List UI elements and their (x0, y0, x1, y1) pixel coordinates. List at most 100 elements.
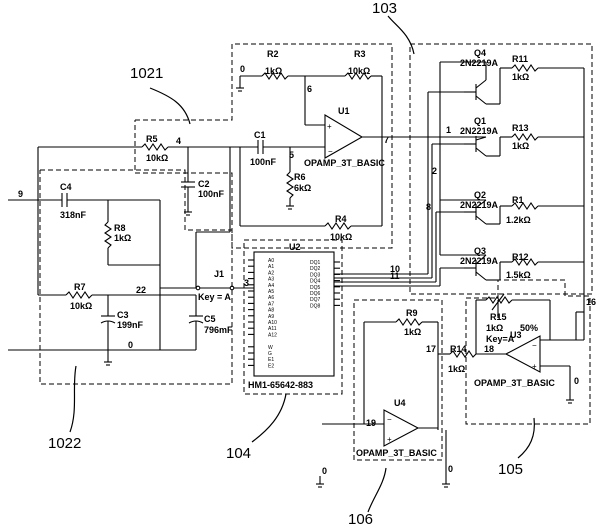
resistor-r11 (511, 64, 539, 72)
u2-pin-label-left: A3 (268, 277, 274, 283)
opamp-u1 (324, 114, 364, 159)
label-q2: Q2 (474, 190, 486, 200)
transistor-q3 (464, 254, 487, 281)
label-u1: U1 (338, 106, 350, 116)
chip-u2 (253, 251, 335, 377)
value-r11: 1kΩ (512, 72, 529, 82)
label-r8: R8 (114, 223, 126, 233)
u2-pin-label-left: G (268, 351, 272, 357)
label-c4: C4 (60, 182, 72, 192)
label-r14: R14 (450, 344, 467, 354)
label-j1: J1 (214, 269, 224, 279)
label-c3: C3 (117, 310, 129, 320)
label-r13: R13 (512, 123, 529, 133)
key-j1: Key = A (198, 292, 231, 302)
resistor-r13 (511, 133, 539, 141)
box-106 (353, 299, 443, 461)
resistor-r9 (395, 318, 423, 326)
label-q3: Q3 (474, 246, 486, 256)
switch-j1-contact-a (195, 285, 201, 291)
node-0-106: 0 (448, 464, 453, 474)
model-u3: OPAMP_3T_BASIC (474, 378, 555, 388)
u2-pin-label-left: A1 (268, 264, 274, 270)
u2-pin-label-right: DQ1 (310, 260, 321, 266)
resistor-r5 (141, 143, 169, 151)
node-18: 18 (484, 344, 494, 354)
ref-103: 103 (372, 0, 397, 17)
value-r6: 6kΩ (294, 183, 311, 193)
leader-105 (517, 417, 535, 459)
label-c2: C2 (198, 179, 210, 189)
node-17: 17 (426, 344, 436, 354)
label-r4: R4 (335, 214, 347, 224)
box-105 (465, 279, 591, 425)
label-r15: R15 (490, 312, 507, 322)
value-c4: 318nF (60, 210, 87, 220)
transistor-q1 (464, 136, 487, 157)
node-19: 19 (366, 418, 376, 428)
node-22: 22 (136, 285, 146, 295)
node-0-105: 0 (574, 376, 579, 386)
label-c1: C1 (254, 130, 266, 140)
leader-103 (387, 15, 415, 55)
label-r1: R1 (512, 195, 524, 205)
u2-pin-label-left: A5 (268, 289, 274, 295)
node-11: 11 (390, 271, 400, 281)
node-0-top: 0 (240, 64, 245, 74)
value-r5: 10kΩ (146, 153, 168, 163)
label-r9: R9 (406, 308, 418, 318)
value-r12: 1.5kΩ (506, 270, 531, 280)
u2-pin-label-right: DQ7 (310, 297, 321, 303)
resistor-r12 (511, 258, 539, 266)
u2-pin-label-left: A0 (268, 258, 274, 264)
label-r12: R12 (512, 252, 529, 262)
svg-text:−: − (387, 415, 392, 424)
node-7: 7 (384, 135, 389, 145)
label-r2: R2 (267, 49, 279, 59)
u2-pin-label-left: W (268, 345, 273, 351)
label-r7: R7 (74, 282, 86, 292)
model-u1: OPAMP_3T_BASIC (304, 158, 385, 168)
resistor-r6 (286, 171, 294, 199)
node-4: 4 (176, 136, 181, 146)
model-q4: 2N2219A (460, 58, 499, 68)
resistor-r4 (324, 222, 352, 230)
node-3: 3 (244, 278, 249, 288)
node-9: 9 (18, 189, 23, 199)
u2-pin-label-right: DQ8 (310, 303, 321, 309)
value-r9: 1kΩ (404, 327, 421, 337)
value-r15: 1kΩ (486, 323, 503, 333)
leader-106 (367, 467, 387, 513)
node-0-1022: 0 (128, 340, 133, 350)
u2-pin-label-right: DQ3 (310, 272, 321, 278)
label-r6: R6 (294, 172, 306, 182)
value-c3: 199nF (117, 320, 144, 330)
u2-pin-label-left: A8 (268, 308, 274, 314)
u2-pin-label-right: DQ5 (310, 285, 321, 291)
svg-text:−: − (532, 341, 537, 350)
u2-pin-label-left: A10 (268, 320, 277, 326)
node-0-bottom: 0 (322, 466, 327, 476)
u2-pin-label-left: A9 (268, 314, 274, 320)
value-r4: 10kΩ (330, 232, 352, 242)
value-r2: 1kΩ (265, 66, 282, 76)
node-10: 10 (390, 264, 400, 274)
label-u3: U3 (510, 330, 522, 340)
label-r5: R5 (146, 134, 158, 144)
value-r1: 1.2kΩ (506, 215, 531, 225)
label-r3: R3 (354, 49, 366, 59)
ref-1022: 1022 (48, 435, 81, 452)
opamp-u4 (383, 409, 420, 447)
node-2: 2 (432, 166, 437, 176)
resistor-r3 (344, 72, 372, 80)
leader-104 (251, 393, 287, 443)
leader-1021 (149, 87, 191, 125)
label-r11: R11 (512, 54, 528, 64)
value-r14: 1kΩ (448, 364, 465, 374)
u2-pin-label-left: A12 (268, 332, 277, 338)
value-c1: 100nF (250, 157, 277, 167)
leader-1022 (69, 365, 77, 433)
label-c5: C5 (204, 314, 216, 324)
